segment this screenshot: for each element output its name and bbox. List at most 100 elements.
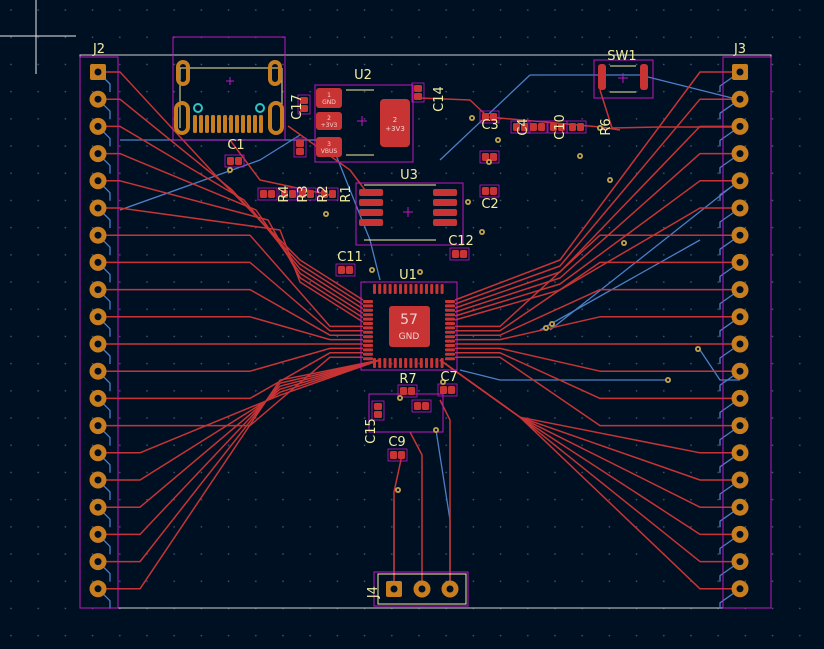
silkscreen-references: J2 J3 J4 U2 U3 U1 SW1 C11 C12 C7 R7 C9 C… bbox=[92, 42, 746, 599]
regulator-u2[interactable]: 1 GND 2 +3V3 3 VBUS 2 +3V3 bbox=[314, 84, 414, 163]
connector-j3[interactable] bbox=[731, 64, 749, 598]
passive-pad bbox=[307, 190, 314, 198]
u1-pad bbox=[445, 330, 455, 334]
u1-pad bbox=[388, 358, 392, 368]
front-copper-traces bbox=[98, 71, 740, 590]
u1-pad bbox=[378, 284, 382, 294]
trace bbox=[393, 454, 403, 589]
switch-sw1[interactable] bbox=[598, 64, 648, 93]
passive-pad bbox=[440, 386, 447, 394]
connector-j4[interactable] bbox=[377, 573, 467, 605]
passive-pad bbox=[558, 123, 565, 131]
u1-pad bbox=[445, 357, 455, 361]
u1-pad bbox=[399, 284, 402, 294]
ref-u3: U3 bbox=[400, 168, 418, 183]
ref-c12: C12 bbox=[448, 234, 474, 249]
passive-pad bbox=[482, 187, 489, 195]
u1-pad bbox=[363, 357, 373, 361]
u2-pad2-number: 2 bbox=[327, 115, 331, 122]
u1-pad bbox=[445, 304, 455, 308]
passive-pad bbox=[374, 411, 382, 418]
crosshair-icon bbox=[0, 0, 76, 74]
u1-pad bbox=[440, 284, 444, 294]
ref-r4: R4 bbox=[277, 185, 292, 202]
u1-pad bbox=[409, 358, 413, 368]
u3-pad bbox=[433, 189, 457, 196]
passive-pad bbox=[390, 451, 397, 459]
trace bbox=[454, 71, 740, 301]
trace bbox=[439, 359, 740, 590]
passive-components[interactable] bbox=[224, 82, 587, 462]
ref-r7: R7 bbox=[399, 372, 416, 387]
u1-pad bbox=[440, 358, 444, 368]
ref-u1: U1 bbox=[399, 268, 417, 283]
u1-pad bbox=[445, 322, 455, 325]
trace bbox=[98, 288, 363, 336]
usb-pad bbox=[229, 115, 233, 133]
ref-r2: R2 bbox=[316, 185, 331, 202]
passive-pad bbox=[414, 85, 422, 92]
passive-pad bbox=[296, 148, 304, 155]
mcu-u1[interactable]: 57 GND bbox=[363, 284, 455, 368]
passive-pad bbox=[398, 451, 405, 459]
u1-pad bbox=[445, 300, 455, 303]
u1-pad bbox=[419, 358, 423, 368]
passive-pad bbox=[414, 93, 422, 100]
passive-pad bbox=[296, 140, 304, 147]
trace bbox=[455, 288, 740, 336]
u1-pad bbox=[445, 308, 455, 312]
passive-pad bbox=[538, 123, 545, 131]
ref-j2: J2 bbox=[92, 42, 105, 57]
u1-pad bbox=[445, 339, 455, 343]
u2-pad3-net: VBUS bbox=[321, 148, 338, 155]
connector-j2[interactable] bbox=[89, 64, 107, 598]
passive-pad bbox=[408, 387, 415, 395]
ref-c1: C1 bbox=[227, 138, 244, 153]
u3-pad bbox=[359, 219, 383, 226]
trace bbox=[455, 352, 740, 400]
trace bbox=[409, 431, 423, 589]
u1-pad bbox=[363, 313, 373, 317]
usb-connector[interactable] bbox=[174, 60, 284, 135]
u2-tab-net: +3V3 bbox=[385, 125, 405, 133]
u1-pad bbox=[393, 358, 397, 368]
ref-c14: C14 bbox=[432, 86, 447, 112]
u1-pad bbox=[363, 330, 373, 334]
ref-r6: R6 bbox=[599, 118, 614, 135]
usb-pad bbox=[199, 115, 203, 133]
trace bbox=[98, 152, 364, 314]
u2-pad1-number: 1 bbox=[327, 92, 331, 99]
passive-pad bbox=[321, 190, 328, 198]
trace bbox=[455, 234, 740, 328]
u1-pad bbox=[399, 358, 402, 368]
usb-pad bbox=[259, 115, 263, 133]
passive-pad bbox=[346, 266, 353, 274]
u1-pad bbox=[363, 348, 373, 352]
trace bbox=[98, 234, 363, 328]
passive-pad bbox=[414, 402, 421, 410]
trace bbox=[98, 359, 381, 454]
trace bbox=[98, 316, 363, 341]
u1-pad bbox=[383, 358, 387, 368]
trace bbox=[455, 356, 740, 427]
usb-pad bbox=[217, 115, 221, 133]
courtyards bbox=[79, 36, 772, 609]
usb-pad bbox=[193, 115, 197, 133]
u3-pad bbox=[433, 219, 457, 226]
passive-pad bbox=[550, 123, 557, 131]
trace bbox=[98, 180, 364, 319]
u1-pad bbox=[445, 313, 455, 317]
ref-j3: J3 bbox=[733, 42, 746, 57]
trace bbox=[459, 369, 670, 381]
u1-pad bbox=[373, 358, 376, 368]
ref-c11: C11 bbox=[337, 250, 363, 265]
u1-center-number: 57 bbox=[400, 312, 418, 328]
trace bbox=[98, 359, 381, 590]
ref-c3: C3 bbox=[481, 118, 498, 133]
trace bbox=[98, 261, 363, 332]
trace bbox=[599, 89, 740, 129]
trace bbox=[455, 347, 740, 372]
ic-u3[interactable] bbox=[359, 184, 457, 241]
ref-c15: C15 bbox=[364, 418, 379, 444]
